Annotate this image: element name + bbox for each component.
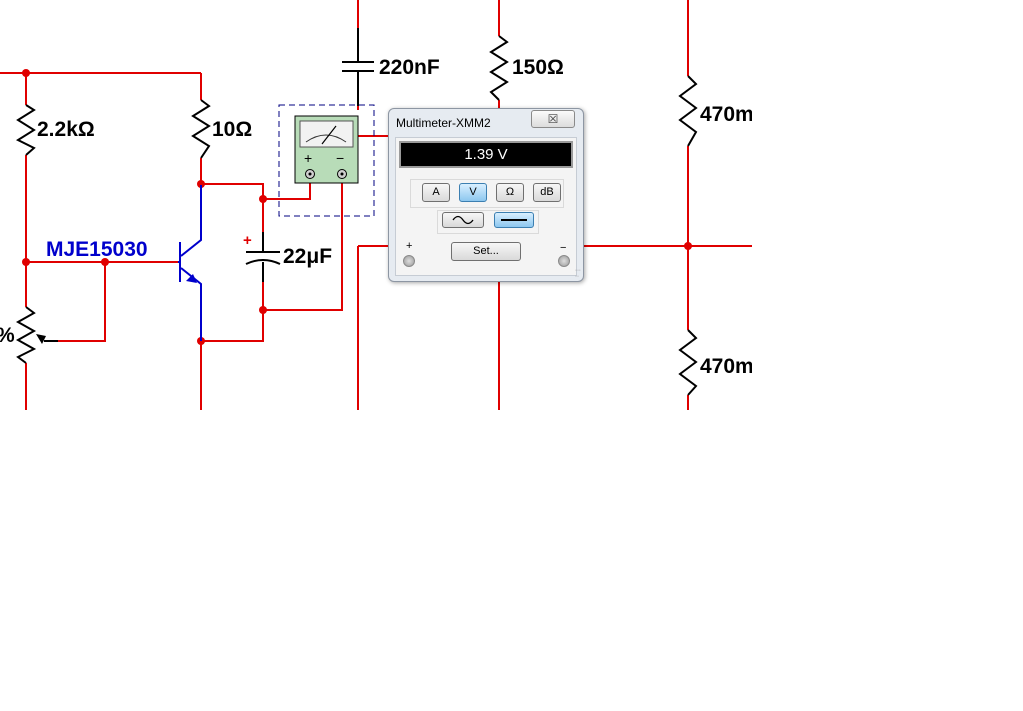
capacitor-220nf[interactable]: 220nF [342, 28, 440, 106]
wires [0, 0, 752, 410]
svg-text:220nF: 220nF [379, 56, 440, 79]
ac-wave-icon [452, 215, 474, 225]
window-title: Multimeter-XMM2 [396, 116, 491, 130]
potentiometer[interactable]: % [0, 306, 58, 364]
resistor-2-2k[interactable]: 2.2kΩ [15, 104, 95, 156]
set-button[interactable]: Set... [451, 242, 521, 261]
capacitor-22uf[interactable]: + 22μF [243, 232, 332, 282]
resistor-150[interactable]: 150Ω [489, 35, 564, 101]
terminal-plus[interactable] [403, 255, 415, 267]
transistor-mje15030[interactable]: MJE15030 [46, 185, 202, 341]
mode-db-button[interactable]: dB [533, 183, 561, 202]
multimeter-panel: 1.39 V A V Ω dB Set... + − [395, 137, 577, 276]
svg-text:470m: 470m [700, 103, 752, 126]
resistor-10[interactable]: 10Ω [191, 99, 252, 159]
dc-line-icon [501, 219, 527, 221]
resistor-470-top[interactable]: 470m [678, 75, 752, 147]
svg-text:150Ω: 150Ω [512, 56, 564, 79]
multimeter-window[interactable]: Multimeter-XMM2 ☒ 1.39 V A V Ω dB Set...… [388, 108, 584, 282]
mode-amps-button[interactable]: A [422, 183, 450, 202]
svg-text:MJE15030: MJE15030 [46, 238, 148, 261]
svg-text:+: + [243, 232, 252, 249]
dc-button[interactable] [494, 212, 534, 228]
mode-ohms-button[interactable]: Ω [496, 183, 524, 202]
terminal-minus-label: − [560, 242, 567, 254]
selection-box [278, 104, 375, 217]
multimeter-icon[interactable]: + − [278, 104, 375, 217]
terminal-plus-label: + [406, 240, 413, 252]
svg-text:470m: 470m [700, 355, 752, 378]
svg-text:10Ω: 10Ω [212, 118, 252, 141]
reading-display: 1.39 V [399, 141, 573, 168]
svg-text:+: + [304, 150, 312, 166]
svg-text:%: % [0, 324, 15, 347]
svg-text:22μF: 22μF [283, 245, 332, 268]
signal-button-group [437, 210, 539, 234]
mode-button-group: A V Ω dB [410, 179, 564, 208]
ac-button[interactable] [442, 212, 484, 228]
schematic-canvas[interactable]: 2.2kΩ 10Ω 150Ω 470m 470m % 220nF + 22μF [0, 0, 752, 410]
svg-text:2.2kΩ: 2.2kΩ [37, 118, 95, 141]
resistor-470-bottom[interactable]: 470m [678, 329, 752, 396]
close-button[interactable]: ☒ [531, 110, 575, 128]
svg-text:−: − [336, 150, 344, 166]
terminal-minus[interactable] [558, 255, 570, 267]
mode-volts-button[interactable]: V [459, 183, 487, 202]
resize-grip-icon[interactable]: ∙∙∙∙∙ [575, 267, 581, 280]
